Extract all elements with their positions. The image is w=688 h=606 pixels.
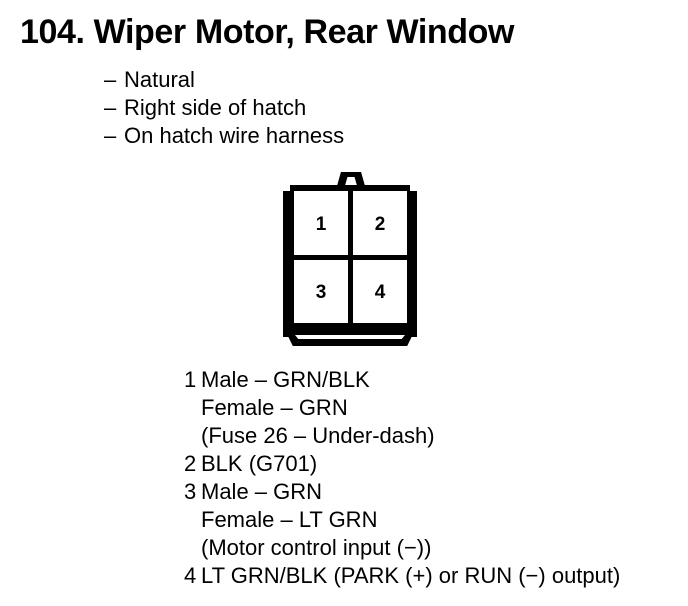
pin-entry-line: (Motor control input (−)) [201,535,432,560]
pin-entry-line: BLK (G701) [201,451,318,476]
note-item-natural: – Natural [104,66,344,94]
connector-pin-cell-1: 1 [294,191,348,255]
pin-entry-number: 1 [184,367,197,392]
note-dash-icon: – [104,123,117,148]
pin-entry-number: 4 [184,563,197,588]
note-item-location: – Right side of hatch [104,94,344,122]
pin-entry-line: Female – GRN [201,395,348,420]
pin-entry-line: Female – LT GRN [201,507,378,532]
pin-entry-line: Male – GRN/BLK [201,367,370,392]
connector-pin-cell-2: 2 [353,191,407,255]
note-item-label: On hatch wire harness [124,123,345,148]
note-item-label: Natural [124,67,195,92]
pin-entry-1: 1 Male – GRN/BLK Female – GRN (Fuse 26 –… [184,366,620,450]
pin-entry-lines: BLK (G701) [201,450,317,478]
connector-pin-number: 1 [315,214,327,235]
note-item-label: Right side of hatch [124,95,307,120]
connector-pin-number: 2 [374,214,386,235]
pin-description-list: 1 Male – GRN/BLK Female – GRN (Fuse 26 –… [184,366,620,590]
pin-entry-lines: Male – GRN Female – LT GRN (Motor contro… [201,478,431,562]
connector-notch-right [410,185,417,191]
connector-notch-left [283,185,290,191]
pin-entry-line: Male – GRN [201,479,323,504]
pin-entry-4: 4 LT GRN/BLK (PARK (+) or RUN (−) output… [184,562,620,590]
page-title: 104. Wiper Motor, Rear Window [20,13,515,51]
connector-diagram: 1 2 3 4 [277,172,423,348]
pin-entry-2: 2 BLK (G701) [184,450,620,478]
connector-notes-list: – Natural – Right side of hatch – On hat… [104,66,344,150]
pin-entry-line: LT GRN/BLK (PARK (+) or RUN (−) output) [201,563,621,588]
note-dash-icon: – [104,95,117,120]
connector-pin-number: 3 [315,282,327,303]
connector-pin-number: 4 [374,282,386,303]
connector-pin-cell-3: 3 [294,260,348,323]
pin-entry-number: 3 [184,479,197,504]
connector-base-slot [295,335,405,339]
pin-entry-lines: Male – GRN/BLK Female – GRN (Fuse 26 – U… [201,366,435,450]
pin-entry-number: 2 [184,451,197,476]
connector-pin-cell-4: 4 [353,260,407,323]
connector-latch-tab-inner [344,177,358,187]
note-dash-icon: – [104,67,117,92]
pin-entry-lines: LT GRN/BLK (PARK (+) or RUN (−) output) [201,562,620,590]
pin-entry-line: (Fuse 26 – Under-dash) [201,423,435,448]
note-item-harness: – On hatch wire harness [104,122,344,150]
pin-entry-3: 3 Male – GRN Female – LT GRN (Motor cont… [184,478,620,562]
